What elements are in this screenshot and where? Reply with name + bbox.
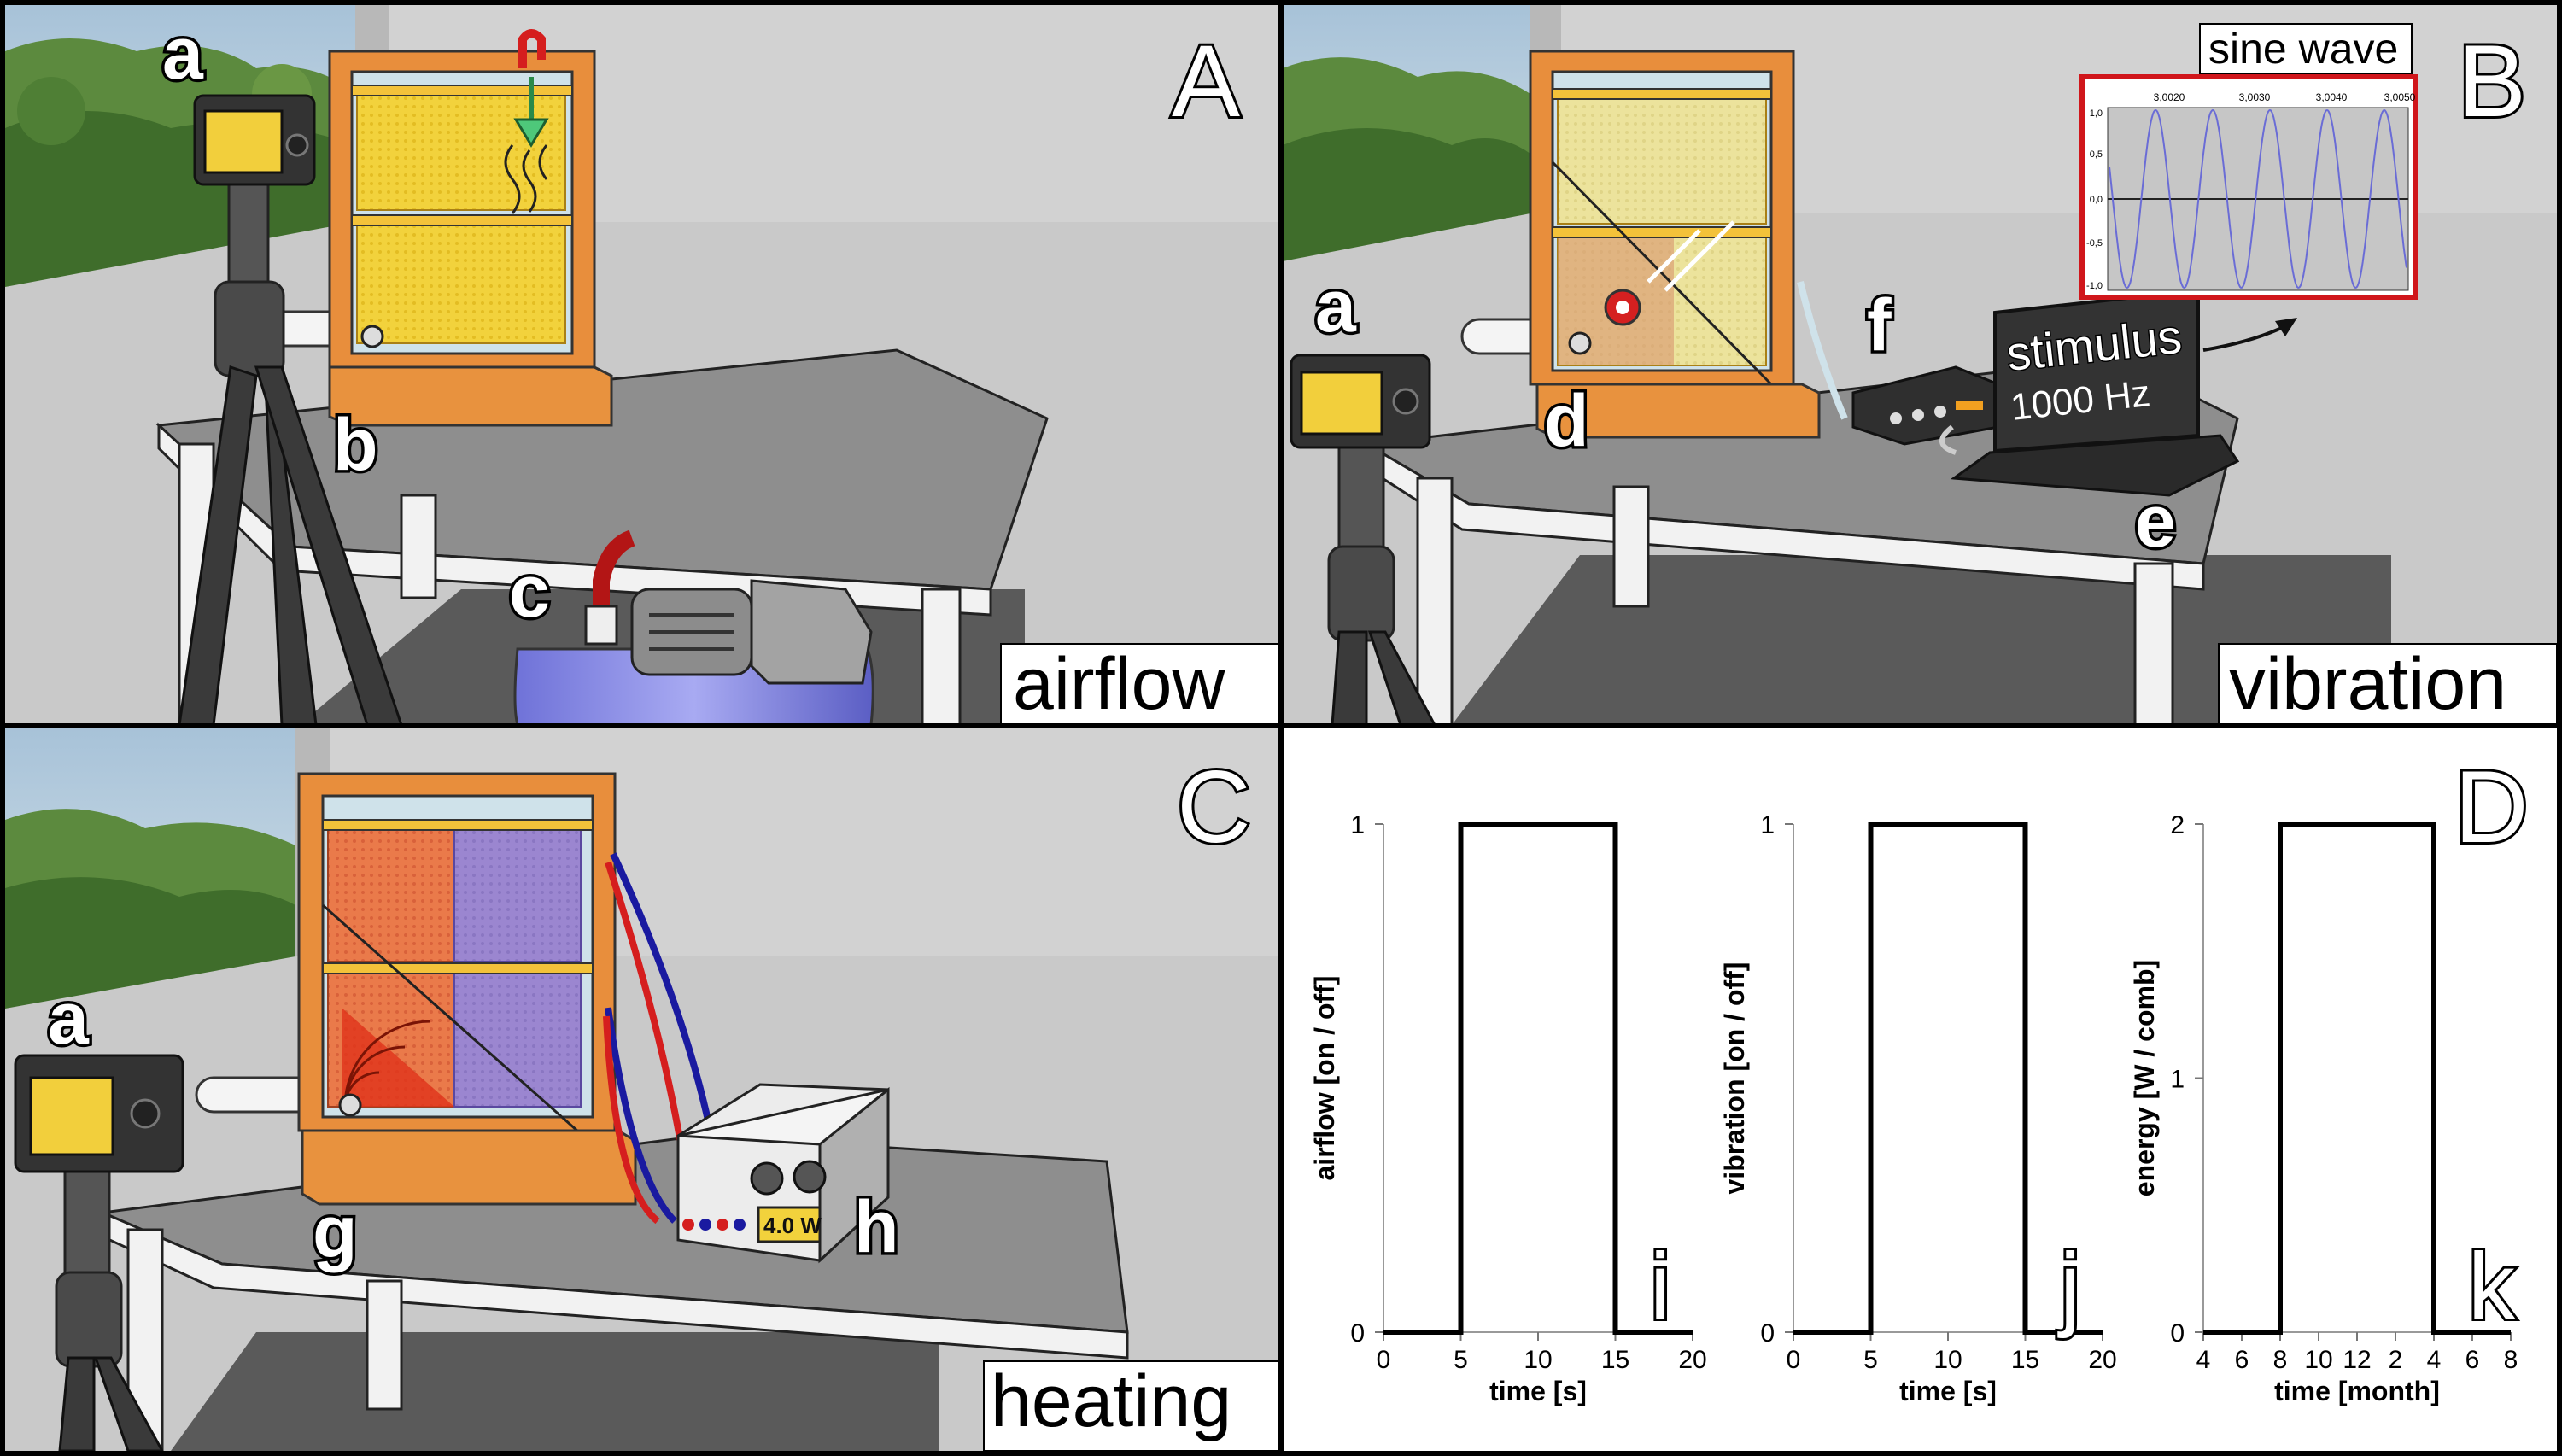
x-tick-label: 10 <box>1524 1346 1552 1374</box>
inset-ytick-3: 0,0 <box>2090 195 2103 205</box>
chart-j: 0 5 10 15 20 0 1 time [s] vibration [on / off] j <box>1719 811 2117 1406</box>
y-tick-label: 0 <box>2170 1319 2185 1348</box>
panel-b: stimulus 1000 Hz 3,0020 3,0030 3,0040 3,… <box>1283 5 2558 727</box>
x-tick-label: 6 <box>2235 1346 2249 1374</box>
y-axis-label: energy [W / comb] <box>2129 960 2160 1196</box>
inset-xtick-2: 3,0030 <box>2239 91 2271 103</box>
camera-tripod-c <box>14 1054 184 1453</box>
inset-title-sine-wave: sine wave <box>2208 25 2398 73</box>
y-tick-label: 0 <box>1760 1319 1775 1348</box>
sine-wave-inset: 3,0020 3,0030 3,0040 3,0050 1,0 0,5 0,0 … <box>2079 74 2418 300</box>
observation-hive <box>328 29 613 427</box>
chart-i: 0 5 10 15 20 0 1 time [s] airflow [on / off] i <box>1309 811 1707 1406</box>
amplifier <box>1851 365 2000 446</box>
x-tick-label: 0 <box>1787 1346 1801 1374</box>
y-tick-label: 2 <box>2170 811 2185 839</box>
inset-xtick-3: 3,0040 <box>2316 91 2348 103</box>
sine-wave-trace <box>2109 108 2407 289</box>
inset-ytick-5: -1,0 <box>2086 281 2103 291</box>
x-axis-label: time [s] <box>1899 1376 1997 1406</box>
series-line <box>2203 822 2511 1335</box>
callout-g: g <box>313 1191 358 1273</box>
air-compressor <box>513 529 874 727</box>
y-tick-label: 0 <box>1350 1319 1365 1348</box>
y-tick-label: 1 <box>2170 1066 2185 1094</box>
inset-ytick-1: 1,0 <box>2090 108 2103 119</box>
x-axis-label: time [s] <box>1489 1376 1587 1406</box>
camera-tripod <box>178 94 404 727</box>
x-tick-label: 10 <box>2304 1346 2332 1374</box>
callout-a: a <box>162 13 204 95</box>
chart-panel-label: i <box>1650 1234 1670 1339</box>
panel-letter-b: B <box>2458 24 2526 138</box>
x-tick-label: 2 <box>2389 1346 2403 1374</box>
panel-letter-a: A <box>1172 24 1240 138</box>
power-display: 4.0 W <box>763 1213 822 1238</box>
panel-letter-c: C <box>1177 750 1251 864</box>
x-tick-label: 4 <box>2196 1346 2211 1374</box>
observation-hive-c <box>297 772 637 1206</box>
callout-a-b: a <box>1315 266 1357 348</box>
x-tick-label: 8 <box>2504 1346 2518 1374</box>
callout-c: c <box>509 551 550 633</box>
chart-panel-label: j <box>2057 1234 2080 1339</box>
inset-ytick-2: 0,5 <box>2090 149 2103 160</box>
panel-c: 4.0 W a g h C heating <box>5 727 1282 1453</box>
inset-ytick-4: -0,5 <box>2086 238 2103 249</box>
chart-panel-label: k <box>2468 1234 2516 1339</box>
inset-xtick-4: 3,0050 <box>2384 91 2416 103</box>
callout-a-c: a <box>48 978 90 1060</box>
panel-letter-d: D <box>2454 750 2529 864</box>
x-tick-label: 10 <box>1933 1346 1962 1374</box>
x-tick-label: 4 <box>2427 1346 2442 1374</box>
y-axis-label: airflow [on / off] <box>1309 976 1340 1181</box>
observation-hive-b <box>1529 50 1848 439</box>
x-tick-label: 15 <box>2011 1346 2039 1374</box>
caption-heating: heating <box>991 1360 1231 1442</box>
series-line <box>1383 822 1693 1335</box>
callout-b: b <box>333 404 378 486</box>
x-tick-label: 15 <box>1601 1346 1629 1374</box>
y-axis-label: vibration [on / off] <box>1719 962 1750 1195</box>
callout-e: e <box>2135 481 2176 563</box>
panel-a: a b c A airflow <box>5 5 1282 727</box>
power-supply: 4.0 W <box>676 1083 890 1264</box>
x-tick-label: 12 <box>2343 1346 2371 1374</box>
x-axis-label: time [month] <box>2274 1376 2440 1406</box>
y-tick-label: 1 <box>1350 811 1365 839</box>
callout-h: h <box>854 1186 899 1268</box>
x-tick-label: 5 <box>1863 1346 1878 1374</box>
x-tick-label: 6 <box>2465 1346 2480 1374</box>
x-tick-label: 0 <box>1377 1346 1391 1374</box>
x-tick-label: 8 <box>2273 1346 2288 1374</box>
caption-vibration: vibration <box>2229 643 2506 725</box>
laptop: stimulus 1000 Hz <box>1939 288 2297 497</box>
x-tick-label: 5 <box>1454 1346 1468 1374</box>
table-b <box>1362 318 2239 727</box>
x-tick-label: 20 <box>2088 1346 2116 1374</box>
series-line <box>1793 822 2103 1335</box>
callout-f: f <box>1867 284 1892 366</box>
callout-d: d <box>1544 380 1589 462</box>
caption-airflow: airflow <box>1013 643 1225 725</box>
inset-xtick-1: 3,0020 <box>2154 91 2185 103</box>
x-tick-label: 20 <box>1678 1346 1706 1374</box>
y-tick-label: 1 <box>1760 811 1775 839</box>
